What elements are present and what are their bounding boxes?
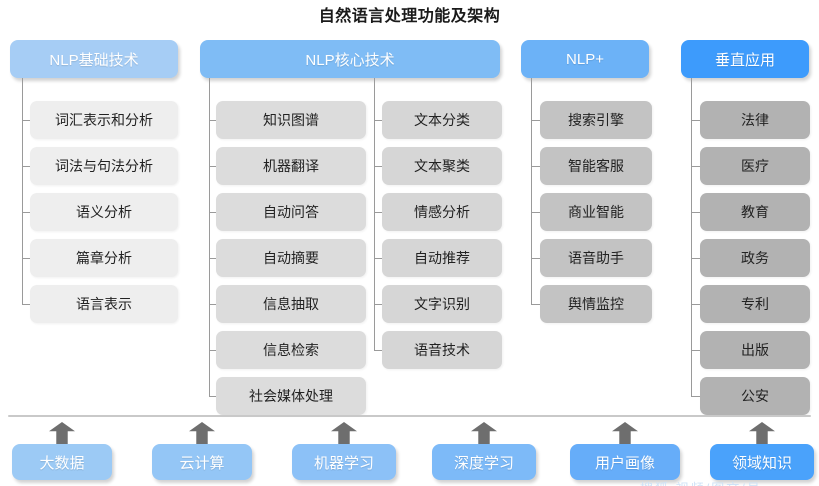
node-nlp-core-5[interactable]: 信息检索 — [216, 331, 366, 369]
foundation-arrow-5 — [749, 422, 775, 444]
connector-branch — [209, 304, 216, 305]
node-nlp-basic-4[interactable]: 语言表示 — [30, 285, 178, 323]
connector-branch — [209, 166, 216, 167]
connector-branch — [531, 304, 540, 305]
foundation-item-2[interactable]: 机器学习 — [292, 444, 396, 480]
connector-trunk-nlp-plus — [531, 78, 532, 305]
node-vertical-app-5[interactable]: 出版 — [700, 331, 810, 369]
connector-trunk-vertical-app — [691, 78, 692, 397]
connector-branch — [22, 212, 30, 213]
foundation-item-5[interactable]: 领域知识 — [710, 444, 814, 480]
connector-branch — [22, 120, 30, 121]
connector-branch — [691, 166, 700, 167]
node-nlp-basic-0[interactable]: 词汇表示和分析 — [30, 101, 178, 139]
node-nlp-plus-0[interactable]: 搜索引擎 — [540, 101, 652, 139]
connector-branch — [22, 304, 30, 305]
connector-branch — [209, 212, 216, 213]
node-vertical-app-0[interactable]: 法律 — [700, 101, 810, 139]
node-nlp-core-b-1[interactable]: 文本聚类 — [382, 147, 502, 185]
node-vertical-app-3[interactable]: 政务 — [700, 239, 810, 277]
watermark: 搜狐 视频/图文/号 — [640, 478, 762, 486]
page-title: 自然语言处理功能及架构 — [318, 8, 501, 25]
connector-branch — [531, 166, 540, 167]
connector-branch — [209, 350, 216, 351]
column-header-nlp-core[interactable]: NLP核心技术 — [200, 40, 500, 78]
connector-branch — [22, 166, 30, 167]
column-header-vertical-app[interactable]: 垂直应用 — [681, 40, 809, 78]
connector-branch — [691, 350, 700, 351]
column-header-nlp-plus[interactable]: NLP+ — [521, 40, 649, 78]
connector-branch — [691, 396, 700, 397]
connector-branch — [374, 304, 382, 305]
foundation-item-0[interactable]: 大数据 — [12, 444, 112, 480]
node-nlp-core-b-0[interactable]: 文本分类 — [382, 101, 502, 139]
node-nlp-plus-4[interactable]: 舆情监控 — [540, 285, 652, 323]
connector-branch — [691, 304, 700, 305]
node-nlp-plus-3[interactable]: 语音助手 — [540, 239, 652, 277]
foundation-item-3[interactable]: 深度学习 — [432, 444, 536, 480]
node-vertical-app-2[interactable]: 教育 — [700, 193, 810, 231]
connector-branch — [22, 258, 30, 259]
connector-branch — [209, 120, 216, 121]
connector-branch — [531, 258, 540, 259]
node-vertical-app-4[interactable]: 专利 — [700, 285, 810, 323]
node-nlp-basic-2[interactable]: 语义分析 — [30, 193, 178, 231]
node-nlp-core-1[interactable]: 机器翻译 — [216, 147, 366, 185]
connector-branch — [691, 258, 700, 259]
foundation-divider — [8, 415, 811, 417]
foundation-arrow-0 — [49, 422, 75, 444]
connector-branch — [374, 258, 382, 259]
node-nlp-plus-1[interactable]: 智能客服 — [540, 147, 652, 185]
foundation-arrow-3 — [471, 422, 497, 444]
column-header-nlp-basic[interactable]: NLP基础技术 — [10, 40, 178, 78]
connector-branch — [374, 166, 382, 167]
connector-branch — [209, 396, 216, 397]
node-nlp-core-b-3[interactable]: 自动推荐 — [382, 239, 502, 277]
foundation-arrow-2 — [331, 422, 357, 444]
node-nlp-core-b-2[interactable]: 情感分析 — [382, 193, 502, 231]
node-nlp-core-3[interactable]: 自动摘要 — [216, 239, 366, 277]
node-nlp-core-0[interactable]: 知识图谱 — [216, 101, 366, 139]
connector-trunk-nlp-core-b — [374, 78, 375, 351]
node-nlp-core-4[interactable]: 信息抽取 — [216, 285, 366, 323]
connector-branch — [691, 120, 700, 121]
foundation-arrow-4 — [612, 422, 638, 444]
connector-branch — [374, 212, 382, 213]
node-nlp-core-6[interactable]: 社会媒体处理 — [216, 377, 366, 415]
node-nlp-core-b-4[interactable]: 文字识别 — [382, 285, 502, 323]
foundation-item-1[interactable]: 云计算 — [152, 444, 252, 480]
foundation-arrow-1 — [189, 422, 215, 444]
connector-trunk-nlp-core-a — [209, 78, 210, 397]
node-nlp-core-2[interactable]: 自动问答 — [216, 193, 366, 231]
connector-branch — [531, 120, 540, 121]
node-vertical-app-6[interactable]: 公安 — [700, 377, 810, 415]
connector-branch — [531, 212, 540, 213]
node-nlp-basic-3[interactable]: 篇章分析 — [30, 239, 178, 277]
connector-branch — [209, 258, 216, 259]
connector-branch — [374, 120, 382, 121]
connector-branch — [691, 212, 700, 213]
connector-branch — [374, 350, 382, 351]
node-nlp-basic-1[interactable]: 词法与句法分析 — [30, 147, 178, 185]
foundation-item-4[interactable]: 用户画像 — [570, 444, 680, 480]
node-vertical-app-1[interactable]: 医疗 — [700, 147, 810, 185]
connector-trunk-nlp-basic — [22, 78, 23, 305]
node-nlp-core-b-5[interactable]: 语音技术 — [382, 331, 502, 369]
node-nlp-plus-2[interactable]: 商业智能 — [540, 193, 652, 231]
